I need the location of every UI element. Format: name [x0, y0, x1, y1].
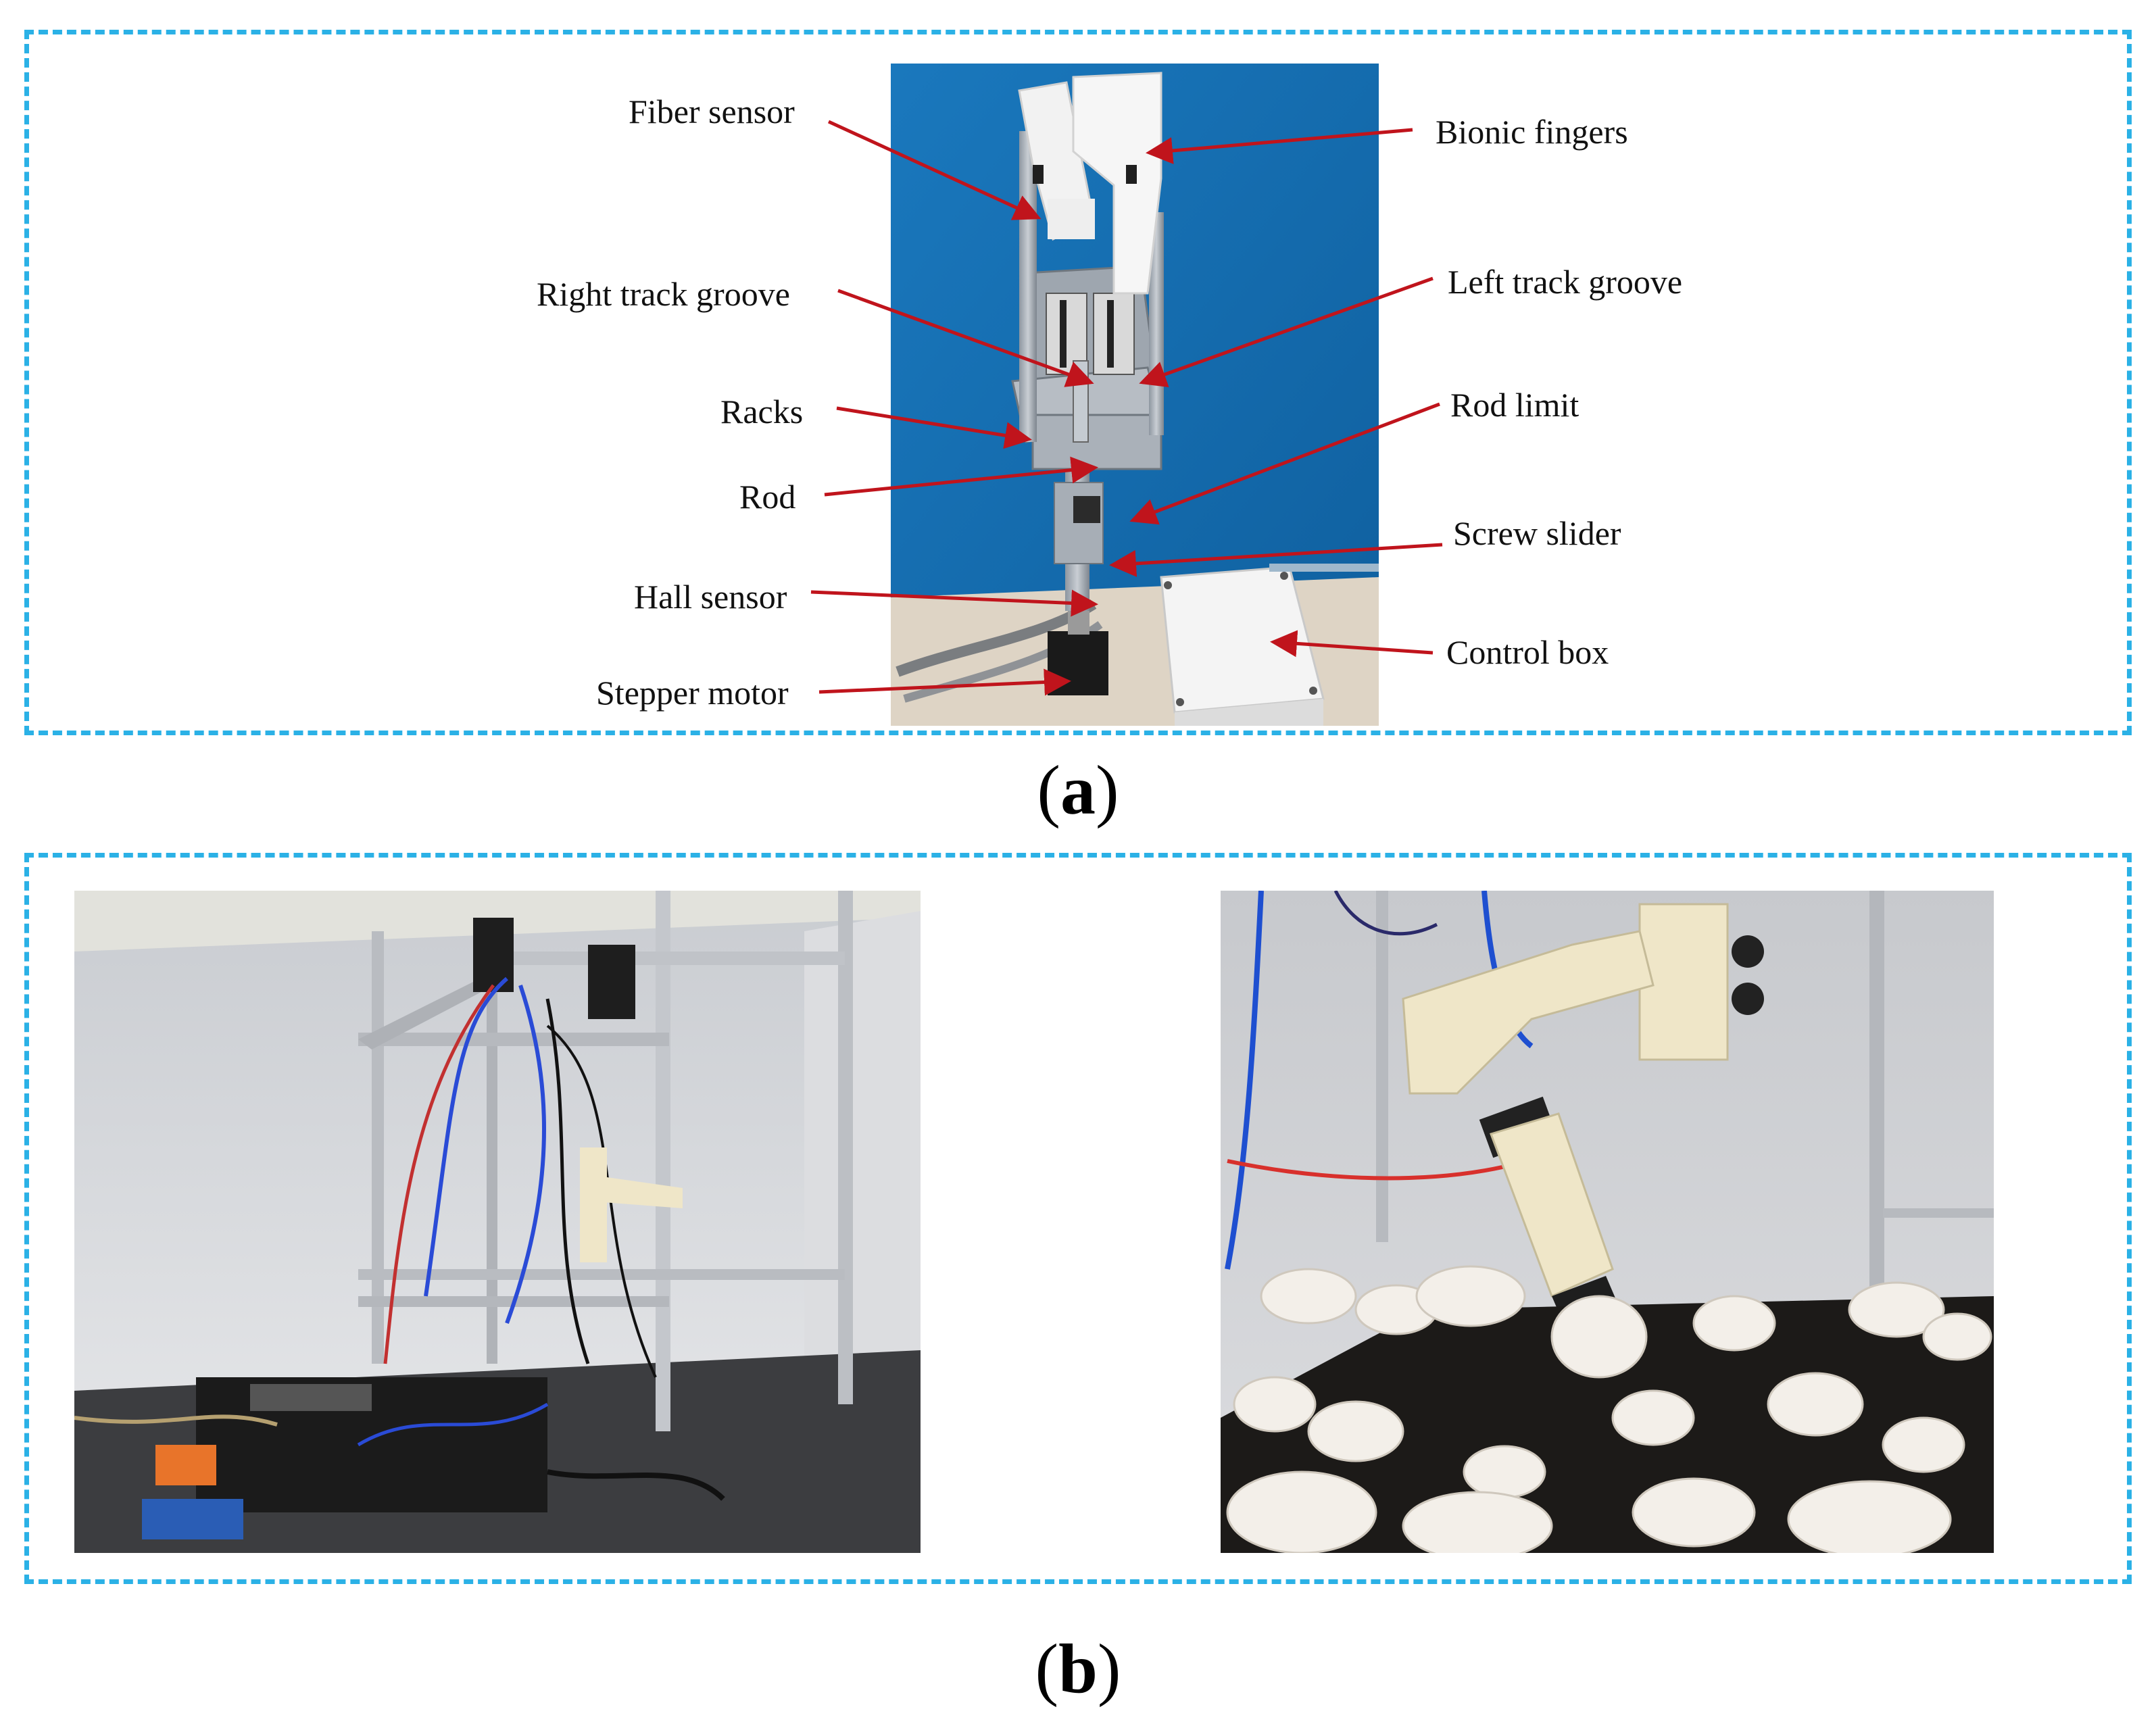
- panel-b-frame: [24, 853, 2132, 1584]
- callout-bionic-fingers: Bionic fingers: [1436, 113, 1628, 151]
- gripper-photo: [891, 64, 1379, 726]
- arrow-fiber-sensor: [827, 120, 1042, 220]
- arrow-rod-limit: [1129, 402, 1440, 525]
- panel-a-frame: [24, 30, 2132, 735]
- arrow-racks: [836, 406, 1032, 449]
- callout-control-box: Control box: [1446, 633, 1609, 671]
- callout-stepper-motor: Stepper motor: [596, 674, 789, 712]
- callout-screw-slider: Screw slider: [1453, 514, 1621, 552]
- callout-racks: Racks: [720, 393, 804, 430]
- callout-rod: Rod: [739, 478, 796, 516]
- panel-a-label: (a): [1037, 751, 1119, 829]
- arrow-screw-slider: [1109, 543, 1443, 577]
- callout-right-track-groove: Right track groove: [537, 275, 790, 313]
- callout-fiber-sensor: Fiber sensor: [629, 93, 795, 130]
- callout-rod-limit: Rod limit: [1450, 386, 1579, 424]
- arrow-stepper-motor: [818, 668, 1071, 696]
- panel-b-label: (b): [1035, 1630, 1121, 1708]
- arrow-hall-sensor: [810, 589, 1098, 617]
- callout-left-track-groove: Left track groove: [1448, 263, 1683, 301]
- arrow-rod: [824, 456, 1098, 497]
- mushroom-harvest-photo: [1221, 891, 1994, 1553]
- test-rig-photo: [74, 891, 921, 1553]
- callout-hall-sensor: Hall sensor: [634, 578, 787, 616]
- arrow-right-track-groove: [837, 289, 1094, 387]
- arrow-left-track-groove: [1139, 276, 1434, 388]
- arrow-bionic-fingers: [1146, 128, 1413, 164]
- arrow-control-box: [1270, 630, 1434, 658]
